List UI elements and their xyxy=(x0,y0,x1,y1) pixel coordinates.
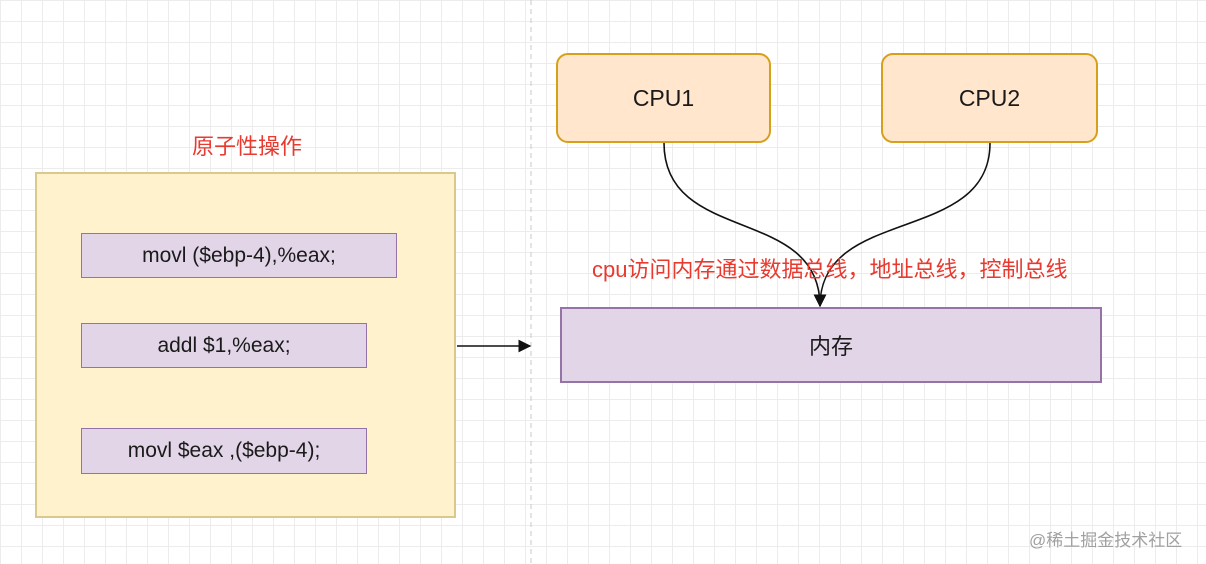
cpu2-to-memory-edge xyxy=(813,142,991,308)
instruction-movl-load: movl ($ebp-4),%eax; xyxy=(81,233,397,278)
watermark: @稀土掘金技术社区 xyxy=(1029,531,1183,550)
instruction-movl-store: movl $eax ,($ebp-4); xyxy=(81,428,367,474)
memory-node: 内存 xyxy=(560,307,1102,383)
cpu2-node: CPU2 xyxy=(881,53,1098,143)
atomic-operation-title: 原子性操作 xyxy=(192,134,303,159)
instruction-addl: addl $1,%eax; xyxy=(81,323,367,368)
cpu1-node: CPU1 xyxy=(556,53,771,143)
cpu1-to-memory-edge xyxy=(663,142,827,308)
bus-note: cpu访问内存通过数据总线，地址总线，控制总线 xyxy=(592,257,1068,282)
